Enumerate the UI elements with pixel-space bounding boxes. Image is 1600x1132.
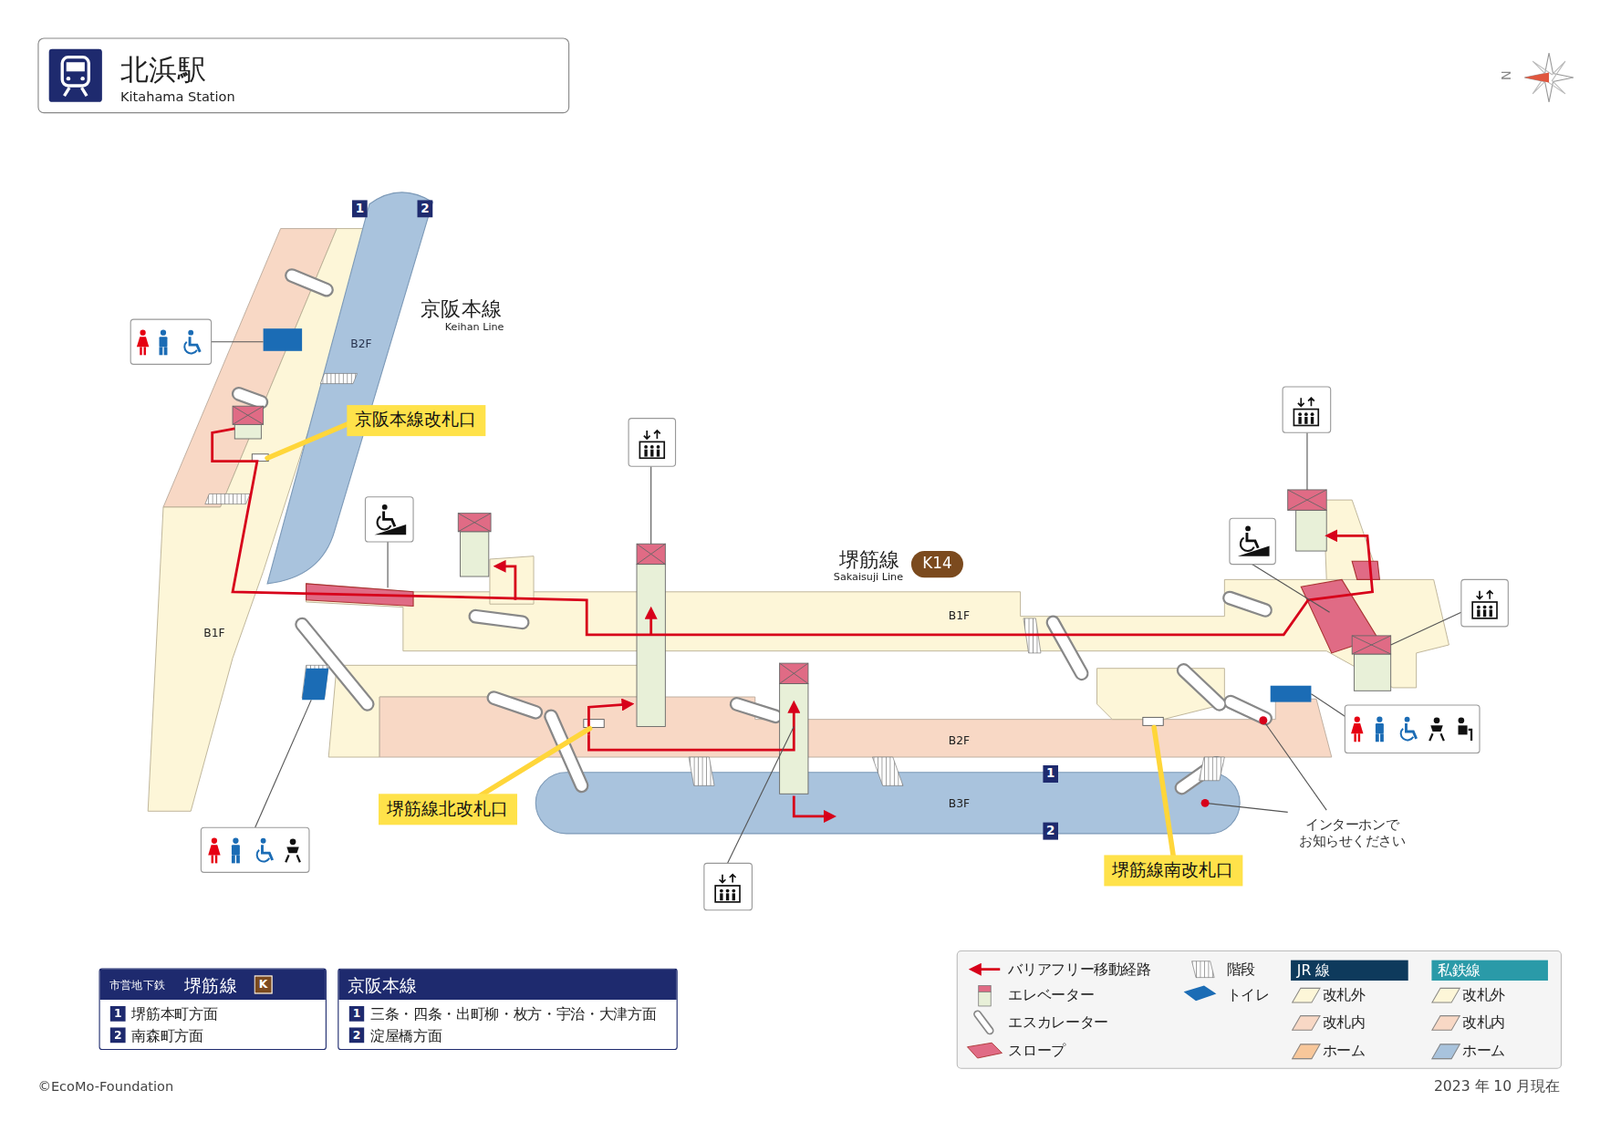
elevators — [232, 405, 1392, 794]
legend-text: 改札内 — [1322, 1013, 1366, 1031]
node-text: 堺筋線南改札口 — [1111, 859, 1234, 880]
platform-number: 1 — [349, 1006, 365, 1022]
map-label: B2F — [948, 734, 970, 749]
line-table: 市営地下鉄 堺筋線堺筋本町方面南森町方面 K 1 2 — [99, 968, 327, 1050]
legend-text: 階段 — [1226, 960, 1256, 978]
node-text: 堺筋線 — [184, 975, 237, 997]
legend-band: JR 線 — [1290, 960, 1409, 981]
legend-panel — [956, 951, 1561, 1070]
map-label: B2F — [350, 337, 372, 352]
toilets — [263, 328, 1312, 702]
node-text: 京阪本線 — [347, 975, 417, 997]
platform-number: 2 — [110, 1027, 126, 1043]
map-label: 京阪本線 — [420, 295, 502, 321]
legend-text: JR 線 — [1297, 962, 1330, 979]
map-label: N — [1497, 70, 1514, 81]
gate-callout: 堺筋線北改札口 — [378, 793, 517, 824]
node-text: Kitahama Station — [120, 89, 236, 105]
node-text: 市営地下鉄 — [109, 978, 167, 993]
legend-swatch — [1431, 987, 1461, 1004]
stairs — [205, 373, 1226, 786]
legend-text: 私鉄線 — [1437, 962, 1481, 979]
node-text: 1 — [355, 200, 364, 216]
platform-number: 2 — [349, 1027, 365, 1043]
platform-number: 1 — [352, 199, 368, 218]
legend-text: ホーム — [1322, 1042, 1366, 1060]
node-text: 1 — [353, 1007, 362, 1021]
node-text: 2 — [1046, 823, 1055, 839]
node-text: 1 — [114, 1007, 123, 1021]
map-label: 堺筋線 — [839, 547, 901, 572]
map-label: ©EcoMo-Foundation — [37, 1079, 174, 1095]
map-label: B1F — [203, 626, 225, 641]
legend-text: 改札内 — [1462, 1013, 1506, 1031]
floor-areas — [147, 192, 1449, 834]
node-text: 2 — [420, 200, 429, 216]
gate-callout: 堺筋線南改札口 — [1103, 854, 1242, 885]
legend-text: トイレ — [1226, 986, 1270, 1004]
node-text: K — [259, 977, 269, 992]
map-label: Sakaisuji Line — [833, 571, 904, 583]
node-text: 京阪本線改札口 — [354, 409, 477, 430]
node-text: K14 — [922, 553, 952, 572]
legend-text: エスカレーター — [1007, 1013, 1109, 1031]
node-text: 淀屋橋方面 — [370, 1027, 442, 1045]
node-text: 1 — [1046, 766, 1055, 781]
legend-text: スロープ — [1007, 1042, 1066, 1060]
legend-swatch — [1291, 987, 1321, 1004]
legend-text: バリアフリー移動経路 — [1007, 960, 1152, 978]
node-text: 北浜駅 — [120, 52, 207, 88]
legend-text: 改札外 — [1462, 986, 1506, 1004]
map-label: B1F — [948, 609, 970, 624]
platform-number: 1 — [1042, 765, 1059, 783]
title-icon — [49, 49, 103, 103]
legend-swatch — [1431, 1015, 1461, 1031]
node-text: 南森町方面 — [131, 1027, 203, 1045]
gate-callout: 京阪本線改札口 — [346, 405, 485, 436]
ticket-gates — [251, 454, 1164, 728]
line-code-badge: K — [254, 975, 273, 994]
legend-swatch — [1291, 1043, 1321, 1060]
platform-number: 2 — [1042, 822, 1059, 841]
legend-text: ホーム — [1462, 1042, 1506, 1060]
map-label: B3F — [948, 797, 970, 811]
legend-swatch — [1291, 1015, 1321, 1031]
platform-number: 2 — [417, 199, 434, 218]
leader-lines — [211, 342, 1462, 864]
callout-leaders — [267, 423, 1174, 857]
map-label: 2023 年 10 月現在 — [1433, 1078, 1559, 1096]
map-label: インターホンで お知らせください — [1288, 816, 1416, 849]
legend-text: エレベーター — [1007, 986, 1094, 1004]
legend-swatch — [1431, 1043, 1461, 1060]
title-box: 北浜駅Kitahama Station — [37, 37, 570, 114]
legend-text: 改札外 — [1322, 986, 1366, 1004]
node-text: 堺筋線北改札口 — [386, 798, 509, 819]
node-text: 三条・四条・出町柳・枚方・宇治・大津方面 — [370, 1006, 656, 1024]
platform-number: 1 — [110, 1006, 126, 1022]
node-text: 2 — [114, 1028, 123, 1043]
line-table: 京阪本線三条・四条・出町柳・枚方・宇治・大津方面淀屋橋方面 1 2 — [337, 968, 678, 1050]
map-label: Keihan Line — [445, 321, 505, 333]
node-text: 堺筋本町方面 — [131, 1006, 218, 1024]
node-text: 2 — [353, 1028, 362, 1043]
icon-boxes — [130, 319, 1508, 911]
line-badge: K14 — [911, 550, 964, 578]
barrier-free-route — [212, 428, 1373, 817]
compass — [1524, 52, 1574, 103]
legend-band: 私鉄線 — [1431, 960, 1549, 981]
